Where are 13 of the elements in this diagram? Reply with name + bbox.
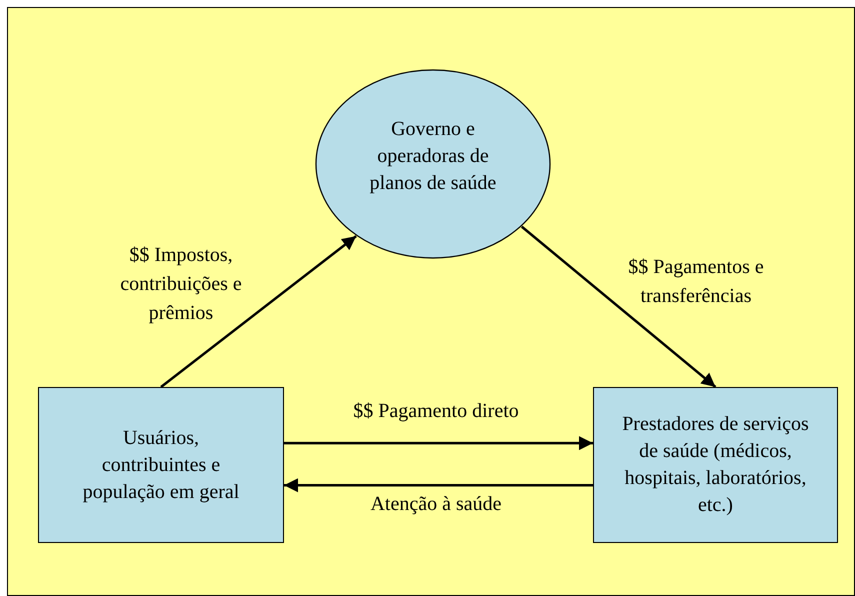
edge-label: $$ Pagamento direto [352,399,520,424]
process-box [593,387,838,543]
process-box [38,387,284,543]
edge-label: Atenção à saúde [369,492,503,517]
node-label: Prestadores de serviços de saúde (médicos, hospitais, laboratórios, etc.) [621,412,810,518]
arrow [520,226,716,388]
node-label: Usuários, contribuintes e população em geral [82,426,240,504]
arrow [160,235,357,388]
arrow [284,478,593,492]
edge-label: $$ Impostos, contribuições e prêmios [119,243,243,326]
edge-label: $$ Pagamentos e transferências [627,255,765,309]
arrow [284,436,593,450]
node-label: Governo e operadoras de planos de saúde [368,116,498,196]
